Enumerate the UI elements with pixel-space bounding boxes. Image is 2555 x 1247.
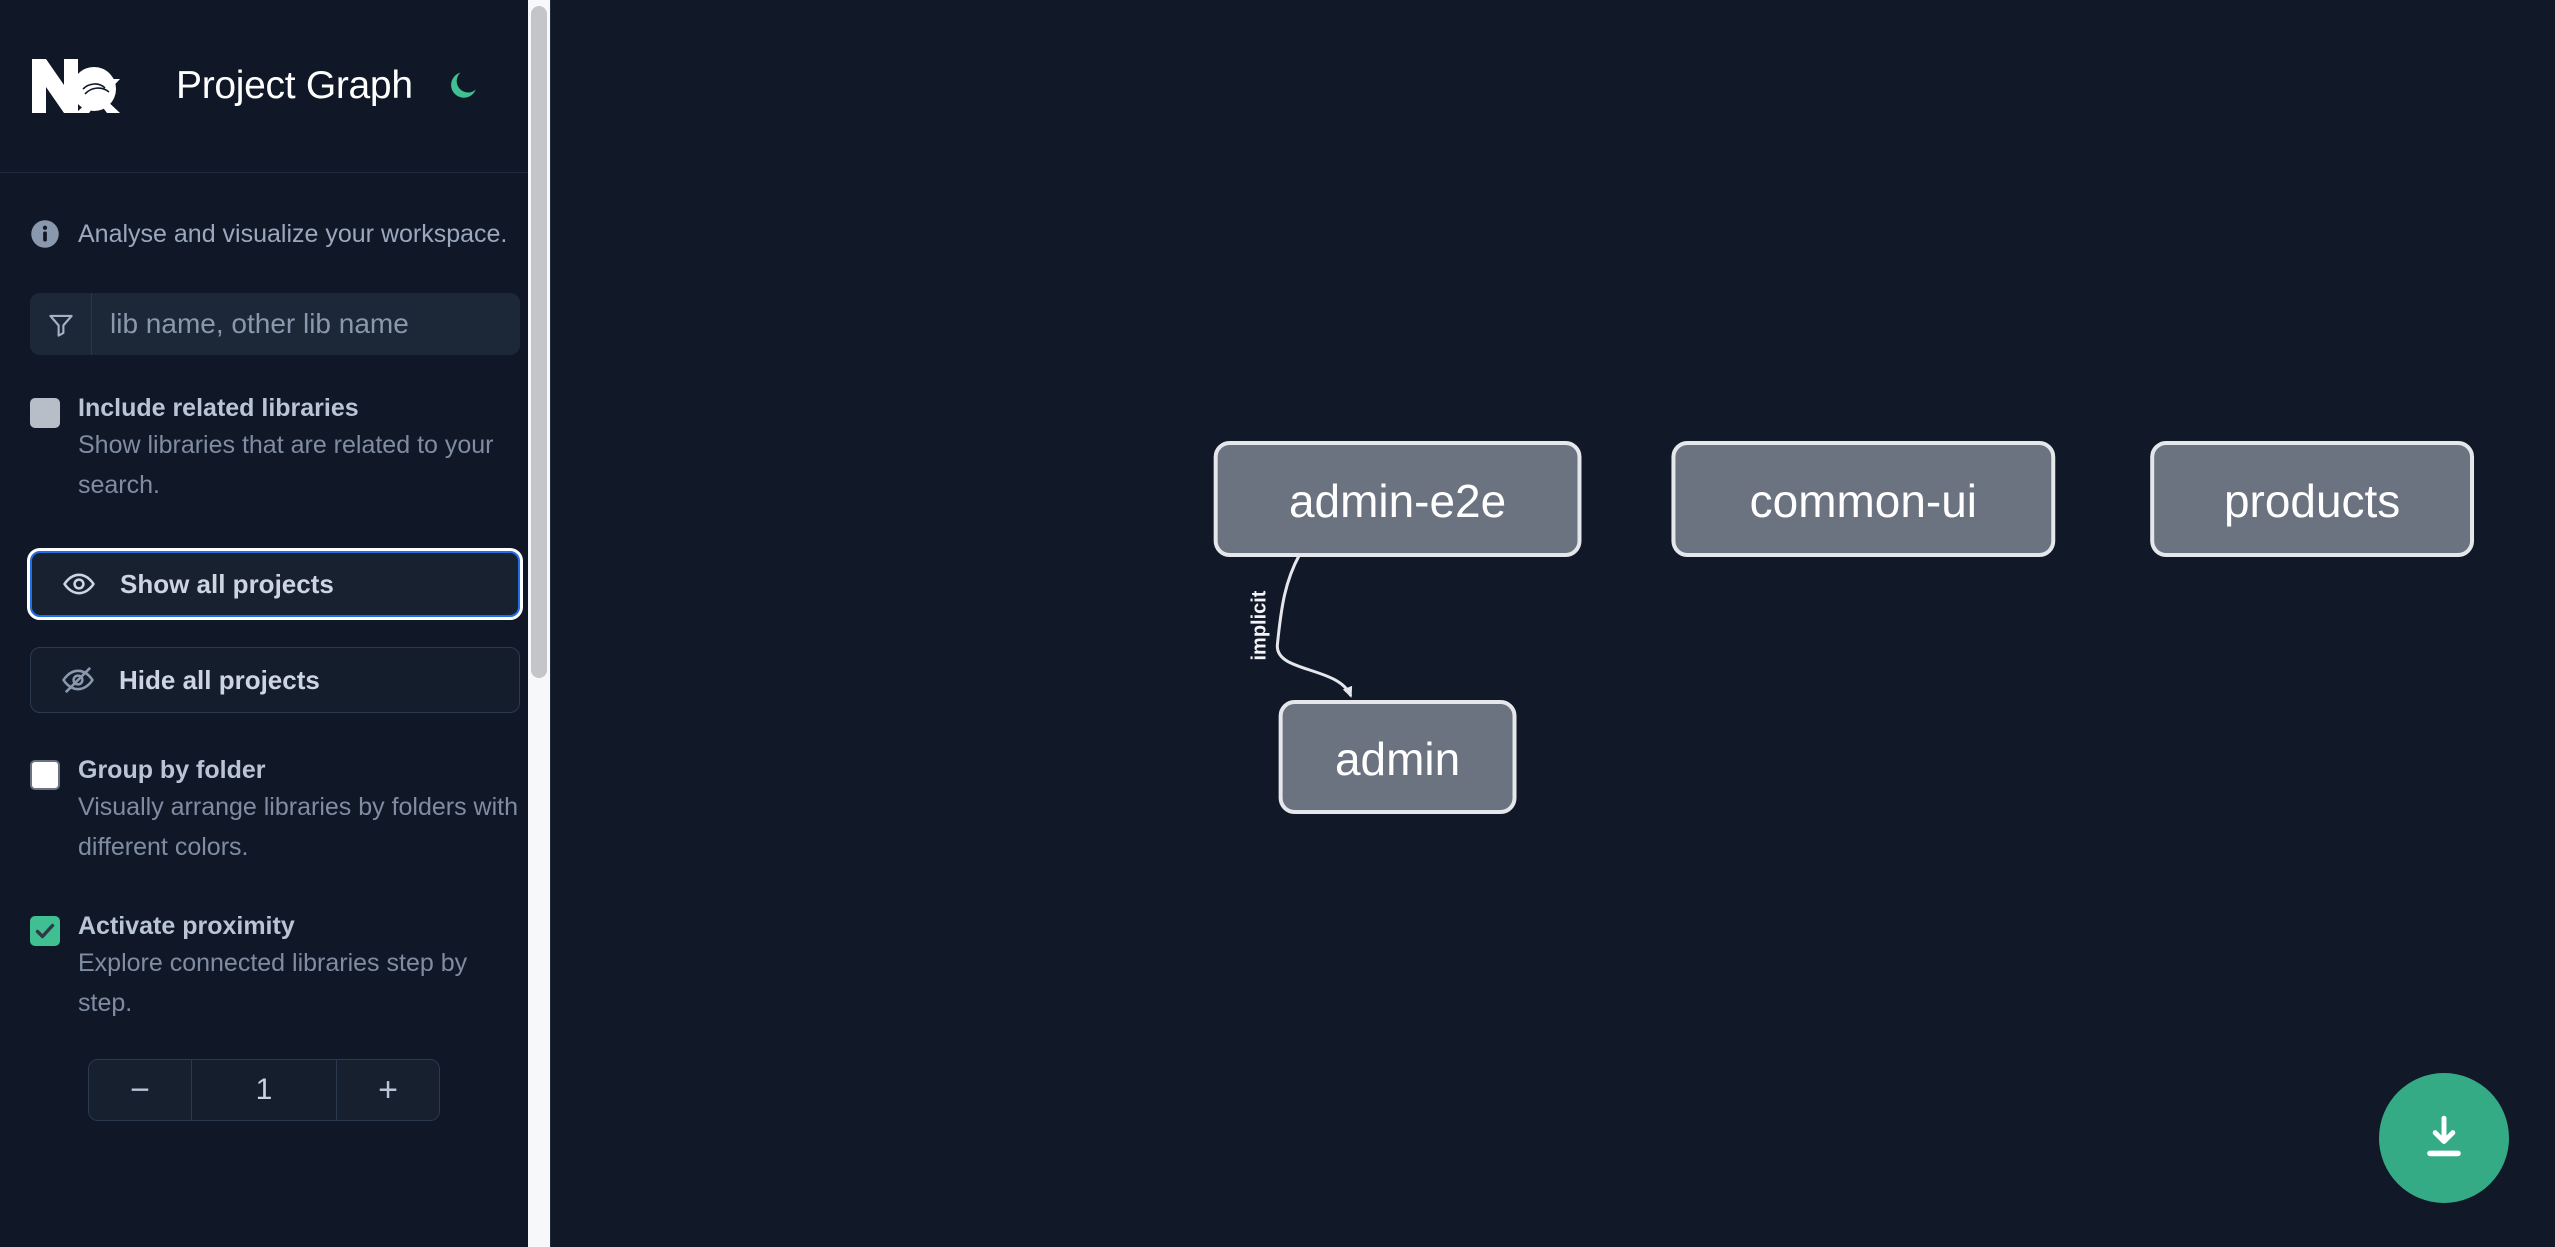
proximity-increment-button[interactable]: + — [336, 1060, 439, 1120]
graph-node[interactable]: admin-e2e — [1213, 441, 1582, 557]
graph-nodes: admin-e2ecommon-uiproductsstore-e2eadmin… — [1213, 441, 2475, 814]
sidebar-header: Project Graph — [0, 0, 550, 173]
sidebar-scrollbar-thumb[interactable] — [531, 6, 547, 678]
check-icon — [35, 923, 55, 939]
proximity-decrement-button[interactable]: − — [89, 1060, 192, 1120]
graph-node[interactable]: common-ui — [1671, 441, 2056, 557]
show-all-projects-button[interactable]: Show all projects — [27, 548, 523, 620]
graph-node[interactable]: admin — [1278, 700, 1517, 814]
graph-node-label: common-ui — [1750, 475, 1977, 527]
graph-node-label: products — [2224, 475, 2400, 527]
proximity-value[interactable]: 1 — [192, 1060, 336, 1120]
graph-node-box[interactable] — [1278, 700, 1517, 814]
workspace-info: Analyse and visualize your workspace. — [0, 173, 550, 261]
filter-bar — [30, 293, 520, 355]
include-related-label: Include related libraries — [78, 394, 359, 422]
graph-node-box[interactable] — [1213, 441, 1582, 557]
option-group-by-folder[interactable]: Group by folder Visually arrange librari… — [0, 753, 550, 867]
group-by-folder-description: Visually arrange libraries by folders wi… — [78, 793, 519, 861]
show-all-projects-label: Show all projects — [120, 568, 334, 599]
proximity-stepper: − 1 + — [88, 1059, 440, 1121]
download-graph-button[interactable] — [2379, 1073, 2509, 1203]
page-title: Project Graph — [176, 64, 413, 107]
funnel-icon — [30, 293, 92, 355]
graph-edge-label: implicit — [1248, 590, 1270, 660]
graph-edges: implicitimplicit — [1248, 554, 1353, 698]
activate-proximity-checkbox[interactable] — [30, 916, 60, 946]
activate-proximity-description: Explore connected libraries step by step… — [78, 949, 468, 1017]
funnel-icon-glyph — [48, 314, 73, 337]
activate-proximity-label: Activate proximity — [78, 912, 295, 940]
include-related-checkbox[interactable] — [30, 398, 60, 428]
download-icon — [2427, 1115, 2461, 1157]
graph-svg: implicitimplicit admin-e2e common-ui produ… — [1213, 441, 2475, 814]
option-activate-proximity[interactable]: Activate proximity Explore connected lib… — [0, 909, 550, 1023]
search-input[interactable] — [92, 293, 520, 355]
group-by-folder-checkbox[interactable] — [30, 760, 60, 790]
workspace-info-text: Analyse and visualize your workspace. — [78, 219, 508, 248]
graph-node-label: admin — [1335, 733, 1460, 785]
graph-node[interactable]: products — [2150, 441, 2475, 557]
graph-node-box[interactable] — [2150, 441, 2475, 557]
graph-edge[interactable]: implicit — [1248, 554, 1353, 698]
include-related-description: Show libraries that are related to your … — [78, 431, 494, 499]
eye-off-icon — [62, 666, 94, 694]
sidebar: Project Graph Analyse and visualize your… — [0, 0, 550, 1247]
hide-all-projects-label: Hide all projects — [119, 664, 320, 695]
eye-icon — [63, 573, 95, 595]
hide-all-projects-button[interactable]: Hide all projects — [30, 647, 520, 713]
moon-icon-glyph — [450, 72, 476, 98]
option-include-related[interactable]: Include related libraries Show libraries… — [0, 391, 550, 505]
graph-node-label: admin-e2e — [1289, 475, 1506, 527]
graph-node-box[interactable] — [1671, 441, 2056, 557]
moon-icon[interactable] — [443, 66, 483, 106]
graph-canvas[interactable]: implicitimplicit admin-e2e common-ui produ… — [550, 0, 2555, 1247]
info-icon — [31, 220, 59, 248]
sidebar-scrollbar[interactable] — [528, 0, 550, 1247]
nx-logo-icon — [32, 59, 120, 113]
group-by-folder-label: Group by folder — [78, 756, 266, 784]
